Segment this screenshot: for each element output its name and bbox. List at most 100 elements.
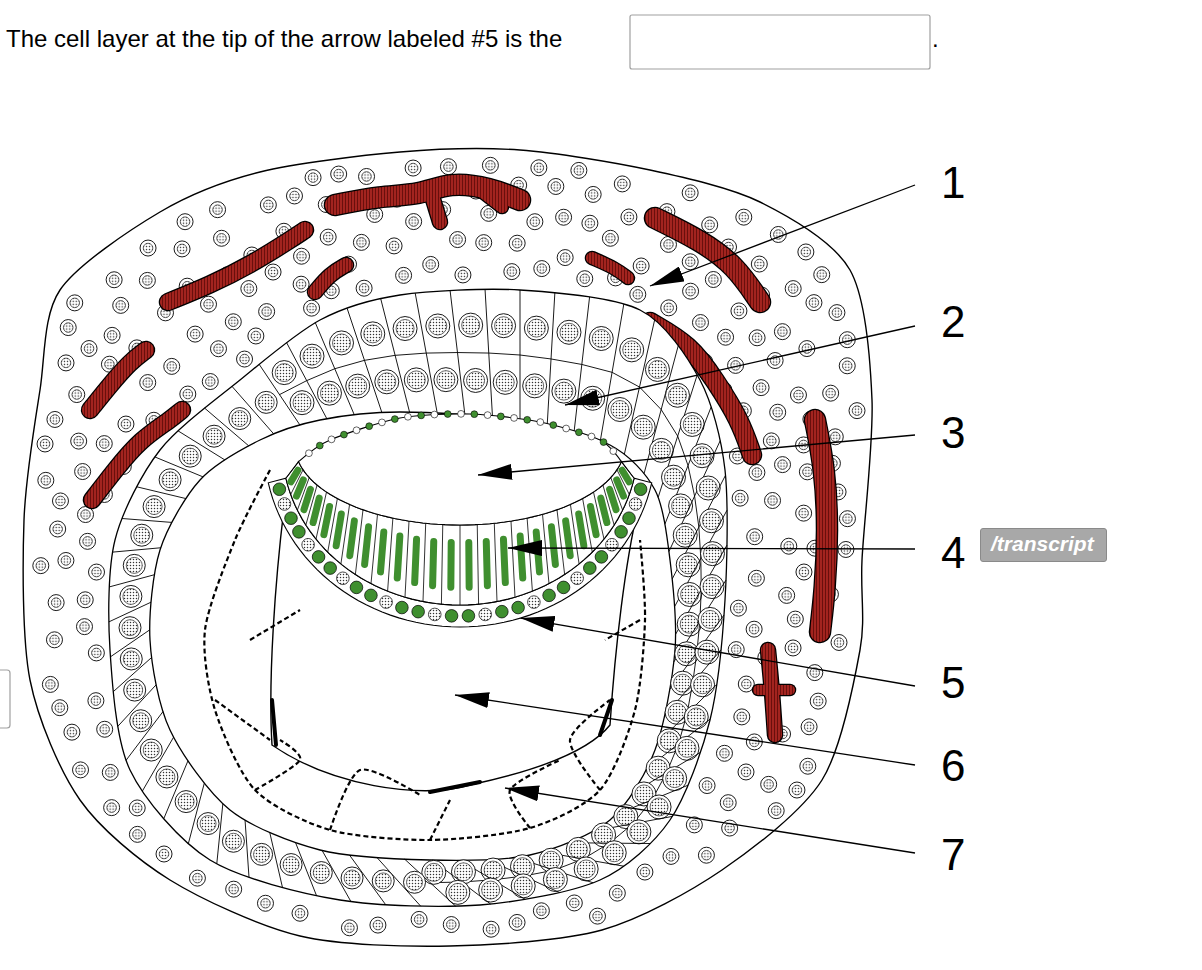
cell-membrane	[839, 358, 855, 374]
blood-lacuna	[432, 196, 440, 222]
cell-wall	[426, 352, 457, 354]
endometrial-cell	[69, 387, 85, 403]
callout-number: 3	[941, 411, 965, 455]
cell-membrane	[229, 408, 251, 430]
endometrial-cell	[106, 272, 122, 288]
endometrial-cell	[781, 538, 797, 554]
cell-nucleus	[334, 169, 344, 179]
cell-nucleus	[323, 232, 333, 242]
endometrial-cell	[747, 529, 763, 545]
endometrial-cell	[293, 276, 309, 292]
cell-membrane	[241, 281, 257, 297]
cell-membrane	[747, 529, 763, 545]
endometrial-cell	[823, 385, 839, 401]
epiblast-nucleus	[433, 541, 434, 585]
cell-nucleus	[843, 514, 853, 524]
endometrial-cell	[241, 281, 257, 297]
cell-membrane	[237, 351, 253, 367]
cell-nucleus	[666, 770, 684, 788]
endometrial-cells	[33, 157, 865, 937]
hypoblast-cell	[512, 601, 525, 614]
endometrial-cell	[214, 230, 230, 246]
cell-nucleus	[668, 703, 686, 721]
cell-nucleus	[666, 852, 676, 862]
epiblast-nucleus	[304, 489, 310, 509]
cell-membrane	[77, 592, 93, 608]
amnioblast-cell	[444, 411, 451, 418]
cell-membrane	[140, 240, 156, 256]
cell-membrane	[393, 317, 417, 341]
cell-membrane	[691, 673, 715, 697]
endometrial-cell	[396, 267, 412, 283]
amnioblast-cell	[563, 425, 570, 432]
cell-membrane	[602, 230, 618, 246]
cell-membrane	[637, 864, 653, 880]
cell-membrane	[52, 493, 68, 509]
endometrial-cell	[765, 493, 781, 509]
cell-membrane	[123, 554, 145, 576]
endometrial-cell	[97, 721, 113, 737]
cell-nucleus	[624, 212, 634, 222]
cell-membrane	[585, 186, 601, 202]
cell-nucleus	[560, 323, 578, 341]
cell-membrane	[180, 386, 196, 402]
cell-membrane	[661, 300, 677, 316]
cell-nucleus	[462, 316, 480, 334]
cell-nucleus	[426, 260, 436, 270]
cell-nucleus	[107, 331, 117, 341]
cell-nucleus	[297, 251, 307, 261]
cell-membrane	[796, 505, 812, 521]
epiblast-nucleus	[617, 480, 624, 496]
endometrial-cell	[682, 185, 698, 201]
endometrial-cell	[831, 634, 847, 650]
endometrial-cell	[585, 186, 601, 202]
cell-nucleus	[830, 432, 840, 442]
cavity-outline	[150, 412, 676, 860]
hypoblast-cell	[412, 605, 425, 618]
reticulum-line	[255, 740, 300, 790]
cell-nucleus	[408, 163, 418, 173]
cell-nucleus	[290, 191, 300, 201]
endometrial-cell	[731, 303, 747, 319]
vessel-outline	[758, 684, 790, 697]
amnioblast-cell	[471, 411, 478, 418]
endometrial-cell	[58, 552, 74, 568]
cell-nucleus	[526, 377, 544, 395]
amnioblast-cell	[600, 439, 607, 446]
cell-nucleus	[559, 212, 569, 222]
epiblast-nucleus	[336, 514, 341, 546]
cell-nucleus	[681, 585, 699, 603]
hypoblast-cell	[337, 572, 350, 585]
cell-nucleus	[200, 816, 216, 832]
endometrial-cell	[248, 328, 264, 344]
cell-nucleus	[261, 898, 271, 908]
cell-nucleus	[143, 378, 153, 388]
cell-wall	[270, 833, 283, 888]
cell-nucleus	[534, 163, 544, 173]
cell-nucleus	[804, 722, 814, 732]
endometrial-cell	[589, 908, 605, 924]
cell-membrane	[50, 521, 66, 537]
cell-nucleus	[225, 833, 241, 849]
cell-membrane	[476, 235, 492, 251]
cell-membrane	[749, 464, 765, 480]
cell-nucleus	[537, 906, 547, 916]
cell-wall	[551, 359, 582, 364]
endometrial-cell	[102, 764, 118, 780]
endometrial-cell	[849, 403, 865, 419]
cell-nucleus	[778, 327, 788, 337]
cell-membrane	[405, 160, 421, 176]
cell-nucleus	[852, 406, 862, 416]
cell-membrane	[684, 705, 708, 729]
cell-nucleus	[56, 496, 66, 506]
cell-membrane	[556, 209, 572, 225]
endometrial-cell	[60, 320, 76, 336]
cell-membrane	[88, 645, 104, 661]
cell-nucleus	[739, 212, 749, 222]
cell-membrane	[411, 911, 427, 927]
cell-membrane	[734, 709, 750, 725]
cell-membrane	[359, 168, 375, 184]
cell-nucleus	[630, 823, 648, 841]
endometrial-cell	[139, 272, 155, 288]
endometrial-cell	[614, 176, 630, 192]
